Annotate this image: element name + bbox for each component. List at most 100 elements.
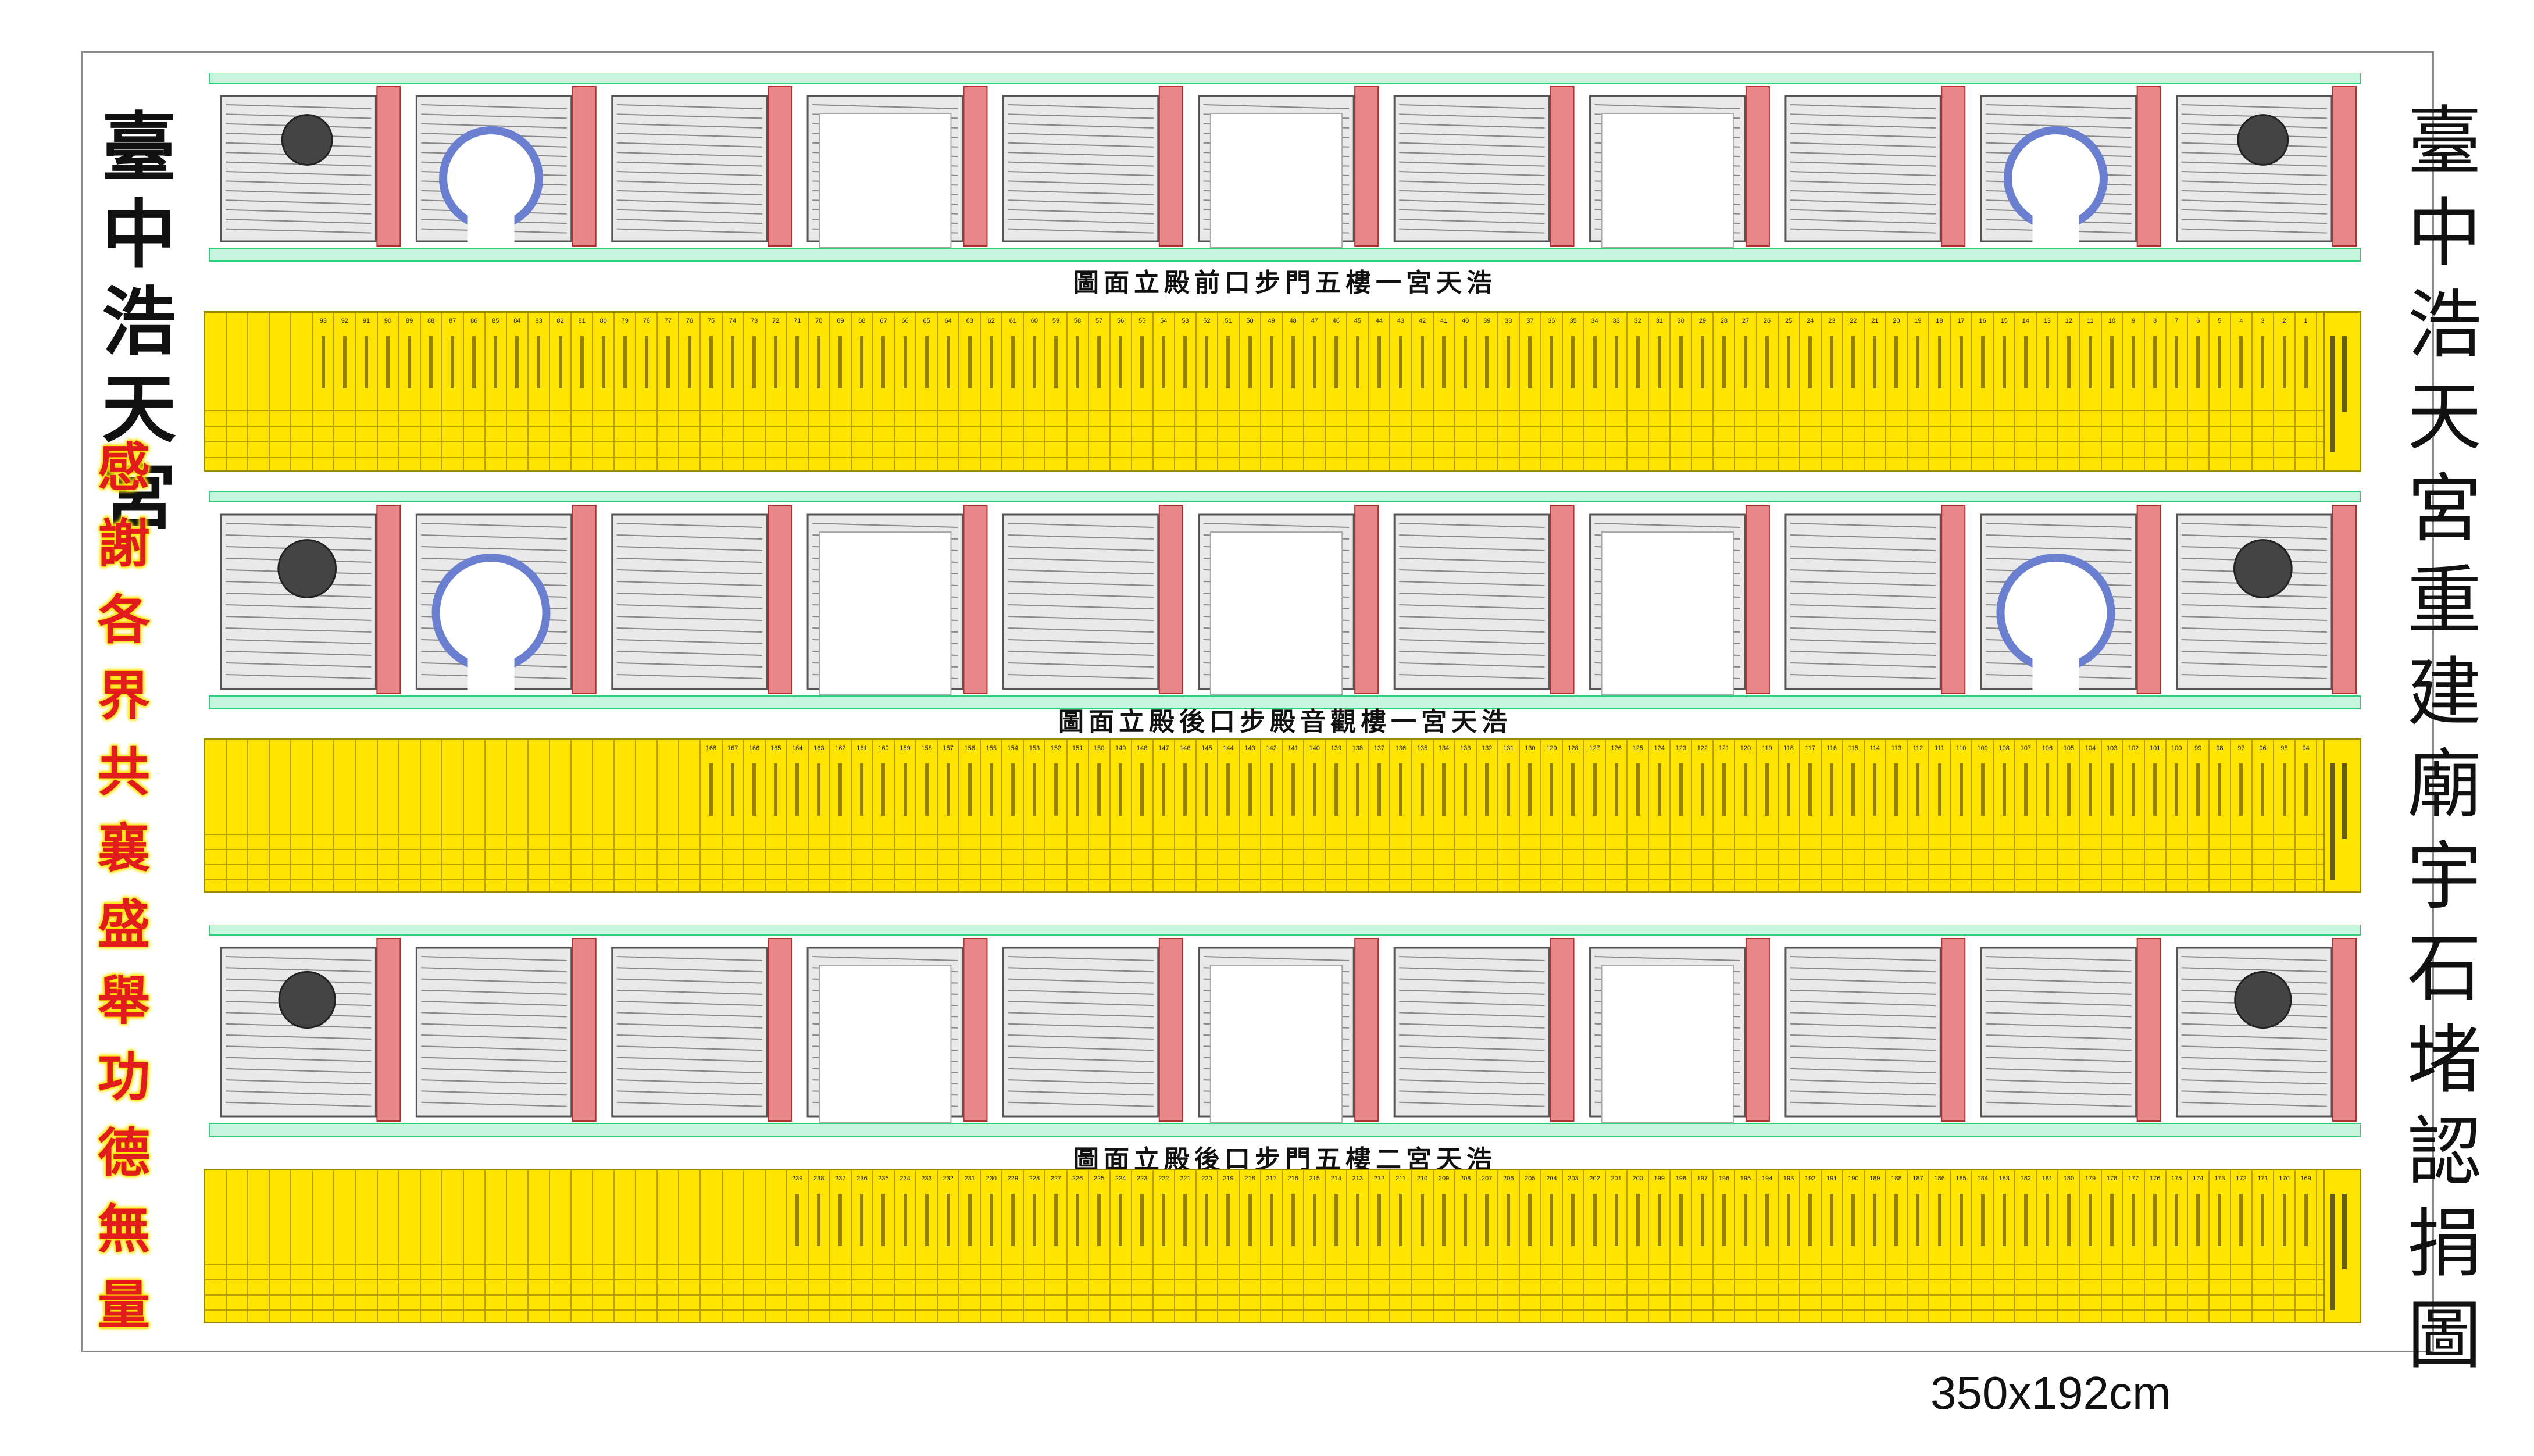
donor-number: 183 <box>1998 1175 2010 1182</box>
donor-column: 121 <box>1712 740 1734 891</box>
donor-column: 174 <box>2186 1170 2208 1322</box>
donor-number: 210 <box>1416 1175 1428 1182</box>
carving-line <box>1008 161 1154 167</box>
donor-number: 31 <box>1655 317 1663 324</box>
donor-name-text <box>1355 1194 1359 1246</box>
donor-number: 116 <box>1826 745 1837 752</box>
carving-line <box>1399 674 1545 679</box>
donor-number: 59 <box>1052 317 1060 324</box>
donor-number: 98 <box>2216 745 2224 752</box>
donor-column: 189 <box>1863 1170 1885 1322</box>
donor-number: 62 <box>987 317 995 324</box>
carving-line <box>616 1057 763 1062</box>
donor-column: 219 <box>1216 1170 1239 1322</box>
carving-line <box>2181 1101 2328 1107</box>
red-pillar <box>1158 505 1183 694</box>
elevation-drawing-2: 圖面立殿後口步殿音觀樓一宮天浩 <box>209 491 2361 737</box>
carving-line <box>1790 219 1936 224</box>
donor-number: 221 <box>1180 1175 1191 1182</box>
donor-column: 1 <box>2294 313 2316 470</box>
donor-column <box>205 1170 226 1322</box>
donor-column <box>505 1170 527 1322</box>
donor-number: 36 <box>1548 317 1555 324</box>
carving-line <box>1399 1045 1545 1051</box>
donor-column: 105 <box>2057 740 2079 891</box>
left-title-char: 浩 <box>102 279 177 366</box>
donor-column: 34 <box>1583 313 1605 470</box>
donor-name-text <box>2239 1194 2243 1246</box>
donor-column: 104 <box>2079 740 2100 891</box>
donor-column: 225 <box>1087 1170 1109 1322</box>
donor-name-text <box>1980 1194 1985 1246</box>
donor-name-text <box>321 336 325 388</box>
carving-line <box>225 1101 372 1107</box>
donor-column: 210 <box>1411 1170 1433 1322</box>
donor-number: 194 <box>1761 1175 1773 1182</box>
donor-column: 41 <box>1432 313 1454 470</box>
table-header-cell <box>2323 313 2360 470</box>
donor-column: 32 <box>1626 313 1648 470</box>
donor-name-text <box>1334 1194 1338 1246</box>
donor-column: 67 <box>872 313 894 470</box>
donor-name-text <box>1162 336 1166 388</box>
donor-column <box>441 740 463 891</box>
red-pillar <box>768 86 793 247</box>
carving-line <box>421 1090 567 1096</box>
donor-column <box>656 740 678 891</box>
donor-number: 80 <box>599 317 607 324</box>
carving-line <box>1008 1012 1154 1018</box>
carving-line <box>1008 1101 1154 1107</box>
carving-line <box>1790 1034 1936 1040</box>
donor-column: 229 <box>1001 1170 1023 1322</box>
door-opening <box>1209 113 1343 248</box>
donor-column <box>635 1170 656 1322</box>
donor-name-text <box>1119 1194 1123 1246</box>
donor-number: 159 <box>900 745 911 752</box>
donor-name-text <box>2282 336 2286 388</box>
carving-line <box>1790 1101 1936 1107</box>
donor-name-text <box>795 763 800 816</box>
donor-column: 82 <box>549 313 570 470</box>
carving-line <box>225 1079 372 1085</box>
donor-name-text <box>2261 1194 2265 1246</box>
donor-number: 121 <box>1718 745 1730 752</box>
carving-line <box>1790 113 1936 119</box>
donor-number: 196 <box>1718 1175 1730 1182</box>
donor-column: 109 <box>1971 740 1993 891</box>
section-caption: 圖面立殿後口步殿音觀樓一宮天浩 <box>1058 707 1512 737</box>
donor-number: 15 <box>2000 317 2008 324</box>
donor-number: 228 <box>1029 1175 1040 1182</box>
donor-name-text <box>795 1194 800 1246</box>
donor-column: 181 <box>2036 1170 2057 1322</box>
donor-column: 203 <box>1561 1170 1583 1322</box>
donor-name-text <box>1140 336 1144 388</box>
donor-number: 180 <box>2063 1175 2075 1182</box>
carving-line <box>1790 199 1936 205</box>
donor-name-text <box>1593 1194 1597 1246</box>
donor-number: 167 <box>727 745 738 752</box>
carving-line <box>421 104 567 109</box>
carving-line <box>1790 639 1936 644</box>
right-title-char: 堵 <box>2407 1017 2482 1104</box>
donor-number: 22 <box>1850 317 1857 324</box>
donor-column: 139 <box>1325 740 1346 891</box>
donor-number: 28 <box>1720 317 1728 324</box>
carving-line <box>225 190 372 195</box>
carving-line <box>1008 534 1154 540</box>
donor-column: 158 <box>915 740 937 891</box>
donor-number: 5 <box>2218 317 2222 324</box>
carving-line <box>1790 534 1936 540</box>
carving-line <box>1008 627 1154 633</box>
donor-name-text <box>1657 763 1661 816</box>
donor-column: 5 <box>2208 313 2230 470</box>
carving-line <box>421 1045 567 1051</box>
carving-line <box>616 123 763 129</box>
donor-number: 105 <box>2063 745 2075 752</box>
donor-name-text <box>1054 336 1058 388</box>
donor-name-text <box>687 336 691 388</box>
donor-column: 165 <box>764 740 786 891</box>
donor-name-text <box>1011 336 1015 388</box>
carving-line <box>1008 967 1154 973</box>
carved-panel <box>1784 513 1941 690</box>
